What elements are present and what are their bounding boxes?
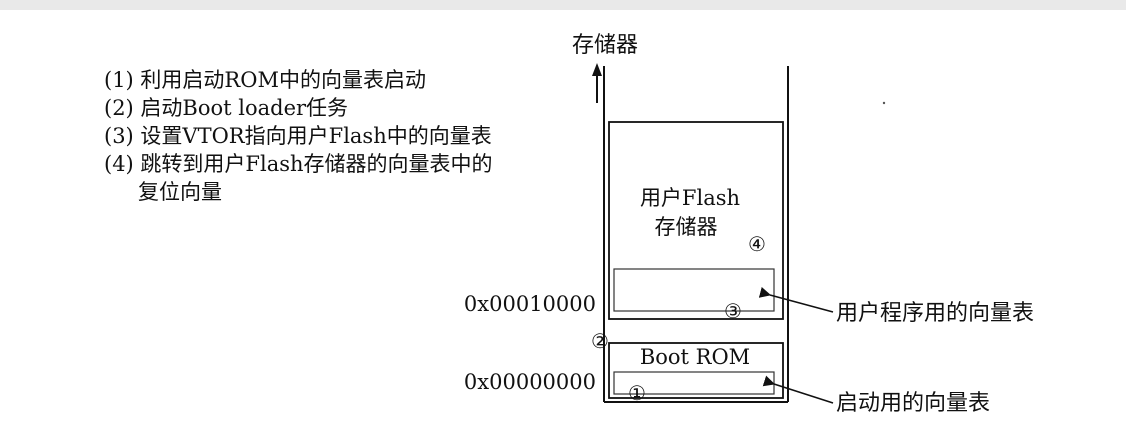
step-4-continuation: 复位向量: [138, 180, 222, 204]
speck: [882, 101, 886, 105]
step-list: (1) 利用启动ROM中的向量表启动 (2) 启动Boot loader任务 (…: [104, 66, 493, 206]
step-1: (1) 利用启动ROM中的向量表启动: [104, 68, 426, 92]
user-table-pointer: [758, 286, 834, 313]
top-band: [0, 0, 1126, 10]
boot-table-callout: 启动用的向量表: [836, 391, 990, 416]
boot-table-pointer: [762, 375, 834, 404]
boot-rom-label: Boot ROM: [640, 345, 750, 369]
step-4: (4) 跳转到用户Flash存储器的向量表中的 复位向量: [104, 150, 493, 206]
marker-2: ②: [591, 329, 609, 353]
user-flash-label-line2: 存储器: [655, 215, 718, 239]
user-flash-label-line1: 用户Flash: [640, 186, 740, 210]
address-rom-base: 0x00000000: [464, 370, 596, 394]
marker-1: ①: [628, 381, 646, 405]
step-3: (3) 设置VTOR指向用户Flash中的向量表: [104, 124, 492, 148]
memory-label: 存储器: [572, 33, 638, 58]
memory-up-arrowhead: [592, 63, 602, 76]
marker-4: ④: [748, 232, 766, 256]
user-table-callout: 用户程序用的向量表: [836, 301, 1034, 326]
user-flash-region: [608, 121, 784, 320]
address-flash-base: 0x00010000: [464, 292, 596, 316]
boot-rom-region: [608, 342, 784, 399]
user-vector-table: [613, 268, 775, 312]
step-4-text: (4) 跳转到用户Flash存储器的向量表中的: [104, 152, 493, 176]
step-2: (2) 启动Boot loader任务: [104, 96, 349, 120]
marker-3: ③: [724, 299, 742, 323]
